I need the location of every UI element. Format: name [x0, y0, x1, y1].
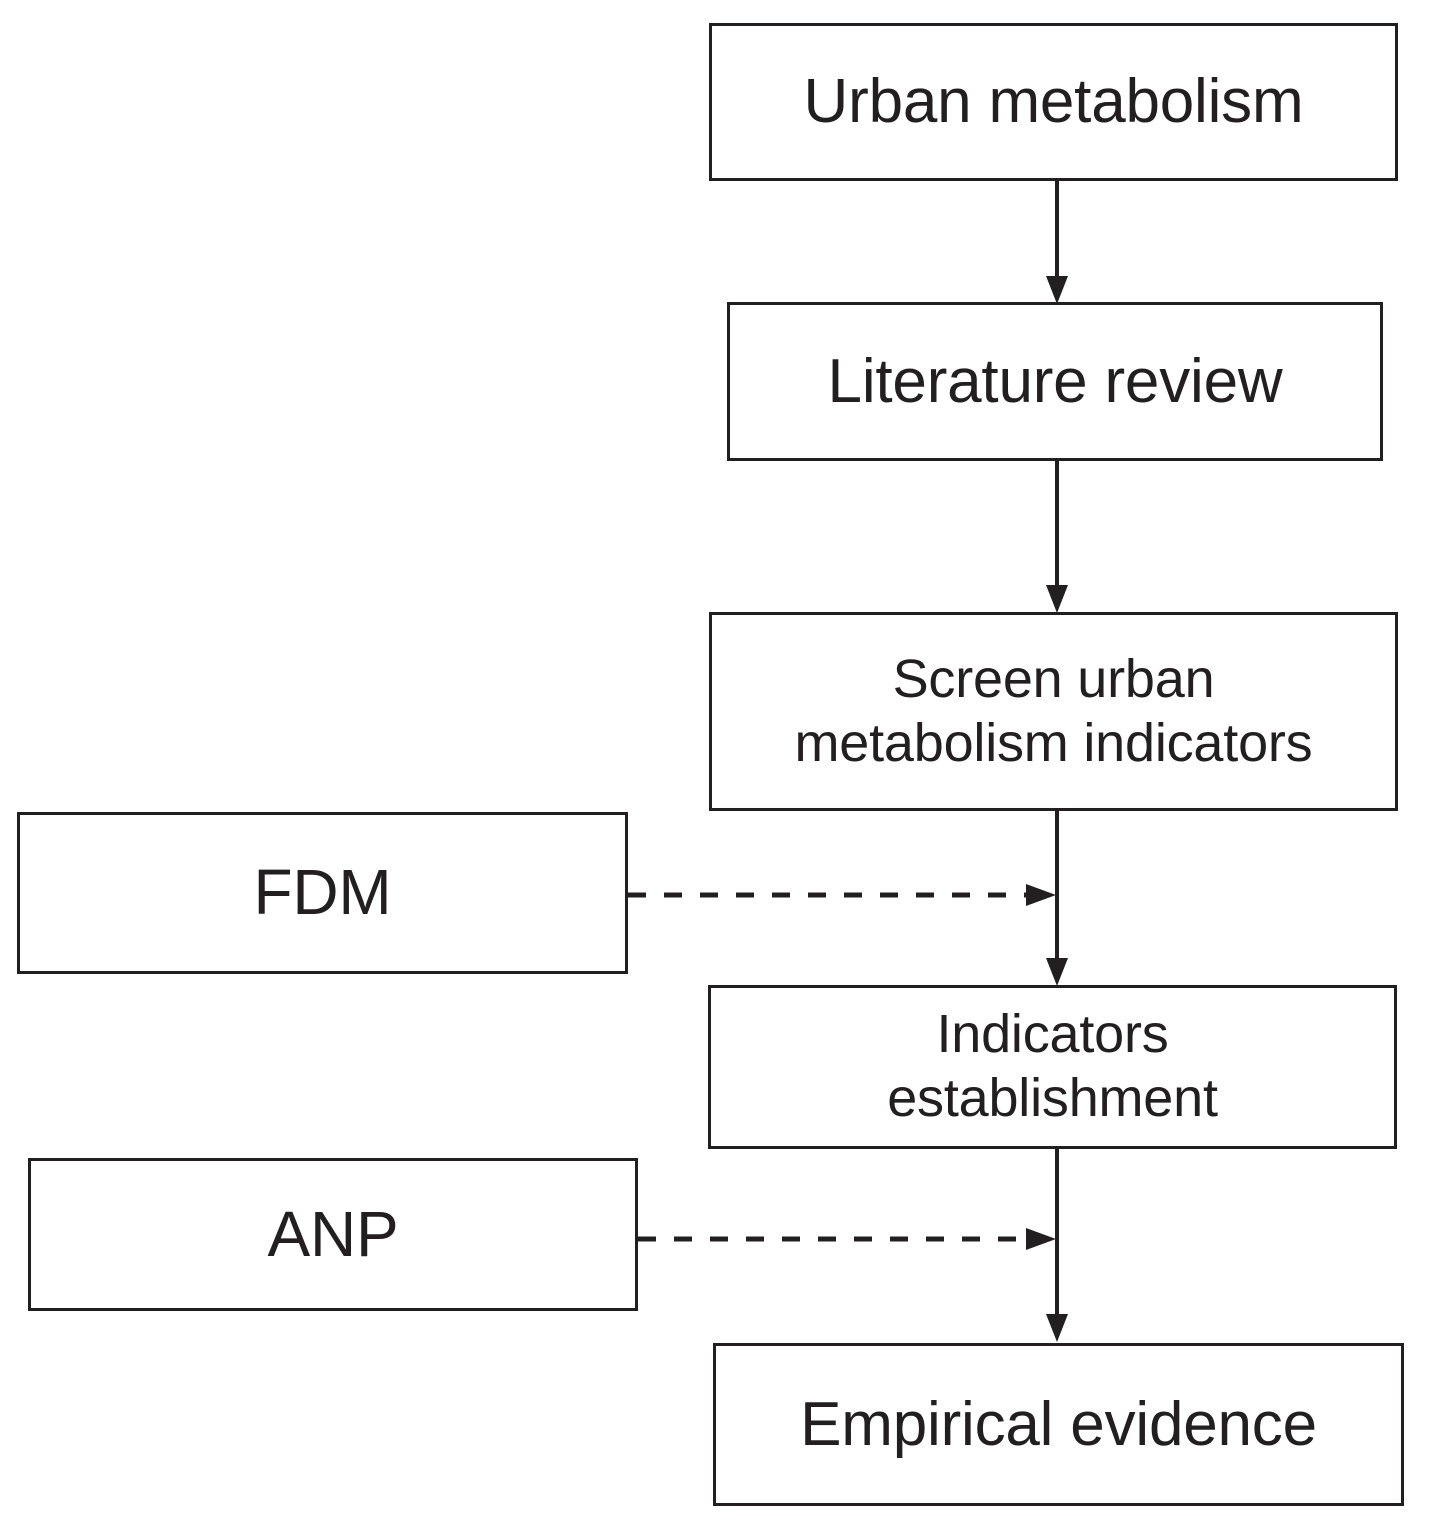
node-anp-label: ANP	[267, 1197, 399, 1270]
arrow-screen-indicators-to-indicators-establishment	[1046, 808, 1068, 990]
node-literature-review-label: Literature review	[827, 346, 1283, 416]
node-indicators-establishment-label: Indicators establishment	[887, 1004, 1218, 1128]
node-urban-metabolism-label: Urban metabolism	[803, 67, 1304, 137]
node-literature-review[interactable]: Literature review	[727, 302, 1383, 461]
arrow-indicators-establishment-to-empirical-evidence	[1046, 1146, 1068, 1346]
node-screen-urban-metabolism-indicators[interactable]: Screen urban metabolism indicators	[709, 612, 1398, 811]
node-fdm[interactable]: FDM	[17, 812, 628, 974]
arrow-literature-review-to-screen-indicators	[1046, 458, 1068, 618]
dashed-arrow-fdm-to-main-flow	[628, 880, 1060, 910]
arrow-urban-metabolism-to-literature-review	[1046, 178, 1068, 308]
dashed-arrow-anp-to-main-flow	[638, 1224, 1060, 1254]
node-anp[interactable]: ANP	[28, 1158, 638, 1311]
node-indicators-establishment[interactable]: Indicators establishment	[708, 985, 1397, 1149]
node-screen-urban-metabolism-indicators-label: Screen urban metabolism indicators	[794, 648, 1313, 773]
node-fdm-label: FDM	[253, 856, 392, 929]
node-empirical-evidence-label: Empirical evidence	[800, 1389, 1317, 1459]
node-urban-metabolism[interactable]: Urban metabolism	[709, 23, 1398, 181]
node-empirical-evidence[interactable]: Empirical evidence	[713, 1343, 1404, 1506]
